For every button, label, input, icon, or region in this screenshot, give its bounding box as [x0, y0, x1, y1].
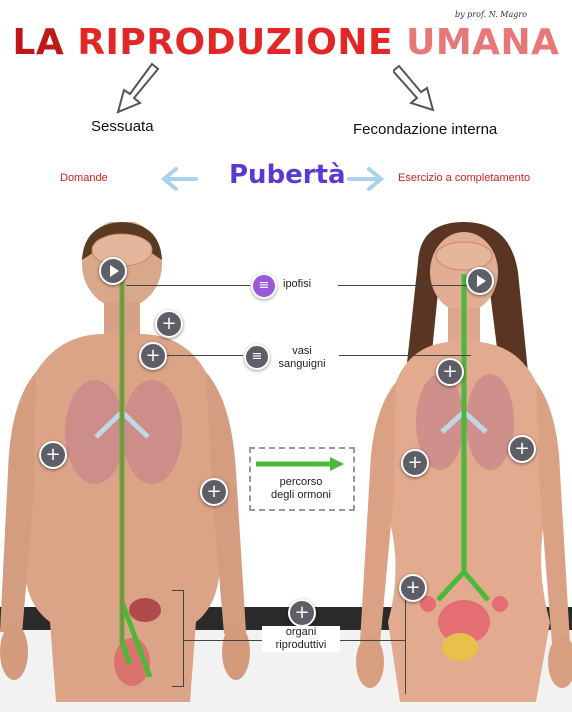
- legend-box: [249, 447, 355, 511]
- domande-link[interactable]: Domande: [60, 172, 108, 184]
- organi-bracket-left-bottom: [172, 686, 184, 687]
- ipofisi-line-right: [338, 285, 468, 286]
- organi-bracket-left-top: [172, 590, 184, 591]
- esercizio-link[interactable]: Esercizio a completamento: [398, 172, 531, 184]
- vasi-menu-icon[interactable]: ≡: [244, 344, 270, 370]
- page-title: LA RIPRODUZIONE UMANA: [12, 22, 560, 63]
- organi-line-right: [330, 640, 406, 641]
- arrow-down-right-icon: [393, 64, 435, 112]
- female-vessel-plus-icon[interactable]: +: [436, 358, 464, 386]
- organi-bracket-left: [183, 590, 184, 686]
- organi-plus-icon[interactable]: +: [288, 599, 316, 627]
- male-neck-plus-icon[interactable]: +: [155, 310, 183, 338]
- author-credit: by prof. N. Magro: [455, 10, 528, 19]
- male-lung-plus-icon[interactable]: +: [39, 441, 67, 469]
- organi-line-left: [183, 640, 273, 641]
- male-figure: [0, 222, 250, 702]
- male-vessel-plus-icon[interactable]: +: [139, 342, 167, 370]
- green-arrow-icon: [256, 457, 344, 471]
- female-brain-play-icon[interactable]: [466, 267, 494, 295]
- organi-bracket-right: [405, 590, 406, 694]
- vasi-line-right: [339, 355, 471, 356]
- arrow-down-left-icon: [116, 62, 160, 114]
- male-brain-play-icon[interactable]: [99, 257, 127, 285]
- female-chest-plus-icon[interactable]: +: [401, 449, 429, 477]
- male-side-plus-icon[interactable]: +: [200, 478, 228, 506]
- female-figure: [356, 222, 572, 702]
- female-side-plus-icon[interactable]: +: [508, 435, 536, 463]
- branch-fecondazione-interna: Fecondazione interna: [353, 121, 498, 138]
- branch-sessuata: Sessuata: [91, 118, 154, 135]
- ipofisi-menu-icon[interactable]: ≡: [251, 273, 277, 299]
- ipofisi-line-left: [126, 285, 250, 286]
- label-ipofisi: ipofisi: [283, 278, 312, 290]
- arrow-right-icon[interactable]: [345, 165, 385, 193]
- female-organ-plus-icon[interactable]: +: [399, 574, 427, 602]
- vasi-line-left: [165, 355, 243, 356]
- puberta-button[interactable]: Pubertà: [229, 160, 346, 190]
- arrow-left-icon[interactable]: [160, 165, 200, 193]
